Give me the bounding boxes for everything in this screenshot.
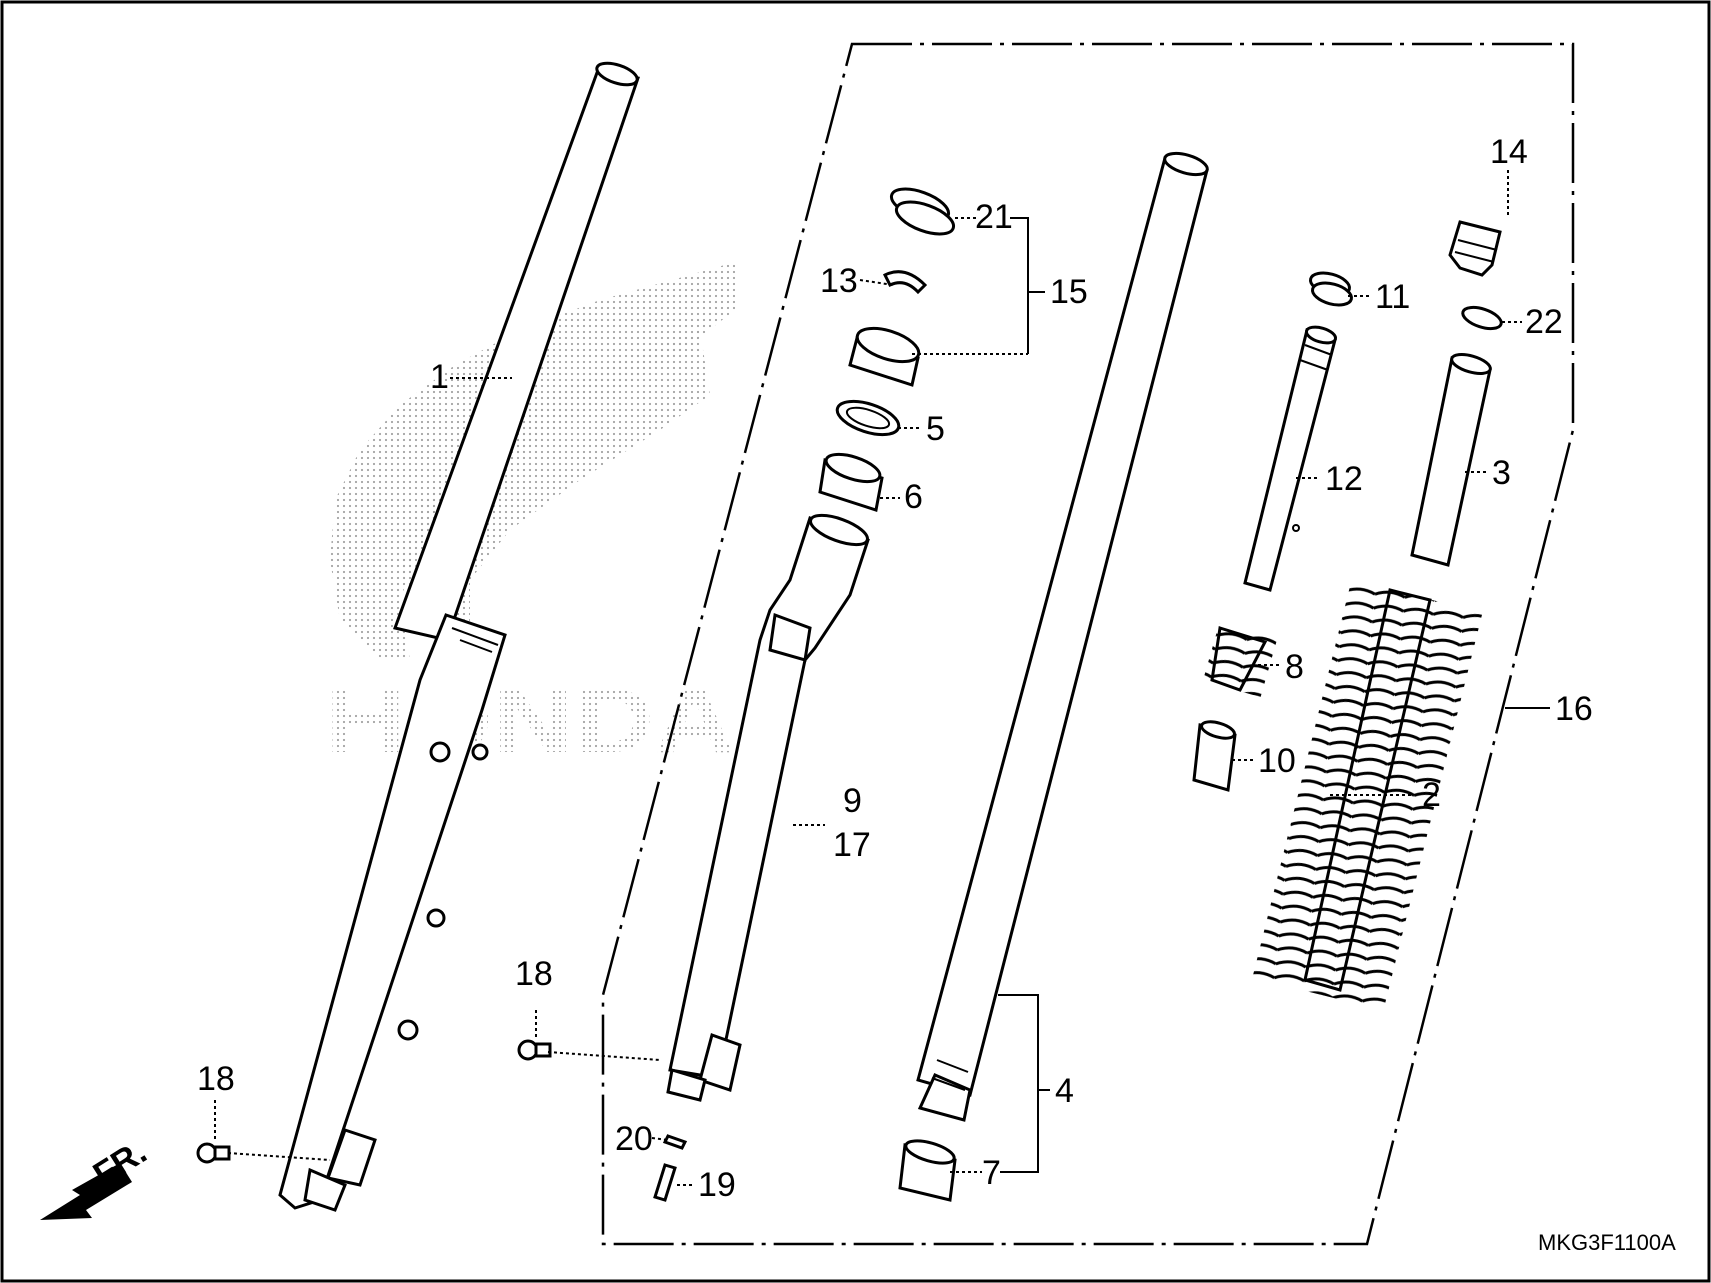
callout-14: 14 xyxy=(1490,133,1528,171)
part-5-washer xyxy=(835,399,901,437)
part-9-slider xyxy=(666,513,870,1102)
callout-1: 1 xyxy=(430,358,449,396)
group-brackets xyxy=(998,217,1550,1173)
part-11-ring xyxy=(1309,271,1353,307)
part-18-bolt-a xyxy=(517,1039,552,1061)
callout-8: 8 xyxy=(1285,648,1304,686)
part-8-spring xyxy=(1202,622,1278,698)
assembly-boundary xyxy=(601,42,1575,1246)
callout-16: 16 xyxy=(1555,690,1593,728)
front-arrow-icon: FR. xyxy=(40,1133,153,1220)
callout-labels: 1 21 13 15 5 6 9 17 18 18 20 19 4 7 11 1… xyxy=(197,133,1593,1204)
leader-lines xyxy=(214,170,1522,1186)
part-12-damper-rod xyxy=(1243,325,1338,592)
callout-15: 15 xyxy=(1050,273,1088,311)
callout-10: 10 xyxy=(1258,742,1296,780)
callout-13: 13 xyxy=(820,262,858,300)
part-19-bolt xyxy=(653,1163,677,1202)
part-1-fork-tube xyxy=(278,61,640,1212)
callout-9: 9 xyxy=(843,782,862,820)
diagram-code: MKG3F1100A xyxy=(1538,1230,1676,1255)
callout-21: 21 xyxy=(975,198,1013,236)
part-7-bushing xyxy=(898,1139,957,1202)
callout-19: 19 xyxy=(698,1166,736,1204)
callout-6: 6 xyxy=(904,478,923,516)
part-14-cap-bolt xyxy=(1448,220,1502,277)
callout-3: 3 xyxy=(1492,454,1511,492)
part-3-spacer xyxy=(1410,353,1492,567)
callout-2: 2 xyxy=(1422,776,1441,814)
part-20-pin xyxy=(662,1134,688,1150)
part-10-piece xyxy=(1192,720,1237,792)
part-13-clip xyxy=(882,270,928,295)
part-4-inner-tube xyxy=(916,151,1209,1122)
callout-18a: 18 xyxy=(515,955,553,993)
callout-20: 20 xyxy=(615,1120,653,1158)
part-22-o-ring xyxy=(1461,305,1503,331)
callout-11: 11 xyxy=(1375,278,1410,316)
part-18-bolt-b xyxy=(196,1142,231,1164)
callout-12: 12 xyxy=(1325,460,1363,498)
callout-7: 7 xyxy=(982,1154,1001,1192)
callout-22: 22 xyxy=(1525,303,1563,341)
callout-17: 17 xyxy=(833,826,871,864)
callout-4: 4 xyxy=(1055,1072,1074,1110)
callout-5: 5 xyxy=(926,410,945,448)
part-15-oil-seal xyxy=(848,326,921,387)
part-6-bushing xyxy=(818,452,884,512)
callout-18b: 18 xyxy=(197,1060,235,1098)
part-21-dust-seal xyxy=(889,187,956,236)
